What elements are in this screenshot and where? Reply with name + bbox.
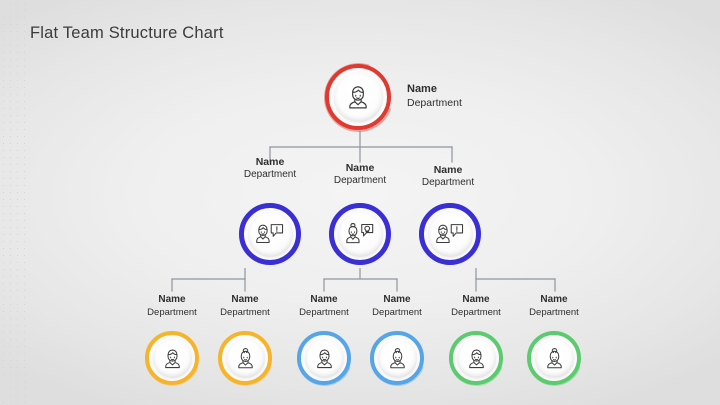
node-avatar-disc: [225, 338, 265, 378]
org-node-level3-4[interactable]: [370, 331, 424, 385]
org-node-level3-3[interactable]: [297, 331, 351, 385]
node-ring: [370, 331, 424, 385]
node-department: Department: [299, 306, 349, 318]
connector-level2-node1-to-children: [166, 268, 252, 292]
person-male-icon: [160, 346, 185, 371]
node-name: Name: [310, 294, 338, 305]
org-node-level3-1[interactable]: [145, 331, 199, 385]
node-avatar-disc: [377, 338, 417, 378]
node-name: Name: [383, 294, 411, 305]
node-ring: [239, 203, 301, 265]
org-node-level2-3[interactable]: [419, 203, 481, 265]
node-name: Name: [345, 162, 375, 174]
node-name: Name: [433, 164, 463, 176]
node-department: Department: [407, 96, 462, 109]
person-male-icon: [312, 346, 337, 371]
person-female-icon: [385, 346, 410, 371]
org-label-level3-node3: Name Department: [299, 294, 349, 318]
org-node-level3-2[interactable]: [218, 331, 272, 385]
org-node-level3-6[interactable]: [527, 331, 581, 385]
org-label-level3-node2: Name Department: [220, 294, 270, 318]
node-name: Name: [462, 294, 490, 305]
node-department: Department: [220, 306, 270, 318]
node-department: Department: [451, 306, 501, 318]
node-name: Name: [158, 294, 186, 305]
node-department: Department: [529, 306, 579, 318]
org-label-level2-node3: Name Department: [422, 164, 474, 190]
page-title: Flat Team Structure Chart: [30, 24, 224, 42]
org-label-level3-node6: Name Department: [529, 294, 579, 318]
node-department: Department: [147, 306, 197, 318]
node-ring: [297, 331, 351, 385]
person-male-speech-icon: [435, 220, 465, 248]
node-avatar-disc: [427, 211, 473, 257]
node-ring: [325, 64, 391, 130]
org-node-level1[interactable]: [325, 64, 391, 130]
node-name: Name: [231, 294, 259, 305]
node-avatar-disc: [337, 211, 383, 257]
person-male-speech-icon: [255, 220, 285, 248]
node-avatar-disc: [247, 211, 293, 257]
node-department: Department: [421, 177, 475, 189]
connector-level2-node2-to-children: [318, 268, 404, 292]
org-node-level2-2[interactable]: [329, 203, 391, 265]
org-label-level2-node2: Name Department: [334, 162, 386, 188]
node-ring: [218, 331, 272, 385]
person-male-icon: [343, 82, 373, 112]
node-department: Department: [333, 175, 387, 187]
node-ring: [329, 203, 391, 265]
org-label-level1: Name Department: [407, 83, 462, 110]
person-female-idea-icon: [345, 220, 375, 248]
node-department: Department: [243, 169, 297, 181]
org-node-level2-1[interactable]: [239, 203, 301, 265]
node-avatar-disc: [333, 72, 383, 122]
node-avatar-disc: [534, 338, 574, 378]
org-label-level3-node5: Name Department: [451, 294, 501, 318]
connector-level2-node3-to-children: [470, 268, 562, 292]
node-ring: [527, 331, 581, 385]
node-avatar-disc: [304, 338, 344, 378]
node-name: Name: [540, 294, 568, 305]
org-label-level3-node4: Name Department: [372, 294, 422, 318]
node-ring: [145, 331, 199, 385]
node-ring: [449, 331, 503, 385]
person-female-icon: [233, 346, 258, 371]
org-label-level3-node1: Name Department: [147, 294, 197, 318]
node-name: Name: [255, 156, 285, 168]
node-avatar-disc: [152, 338, 192, 378]
node-department: Department: [372, 306, 422, 318]
person-female-icon: [542, 346, 567, 371]
node-ring: [419, 203, 481, 265]
person-male-icon: [464, 346, 489, 371]
node-avatar-disc: [456, 338, 496, 378]
org-node-level3-5[interactable]: [449, 331, 503, 385]
node-name: Name: [407, 83, 437, 95]
org-label-level2-node1: Name Department: [244, 156, 296, 182]
